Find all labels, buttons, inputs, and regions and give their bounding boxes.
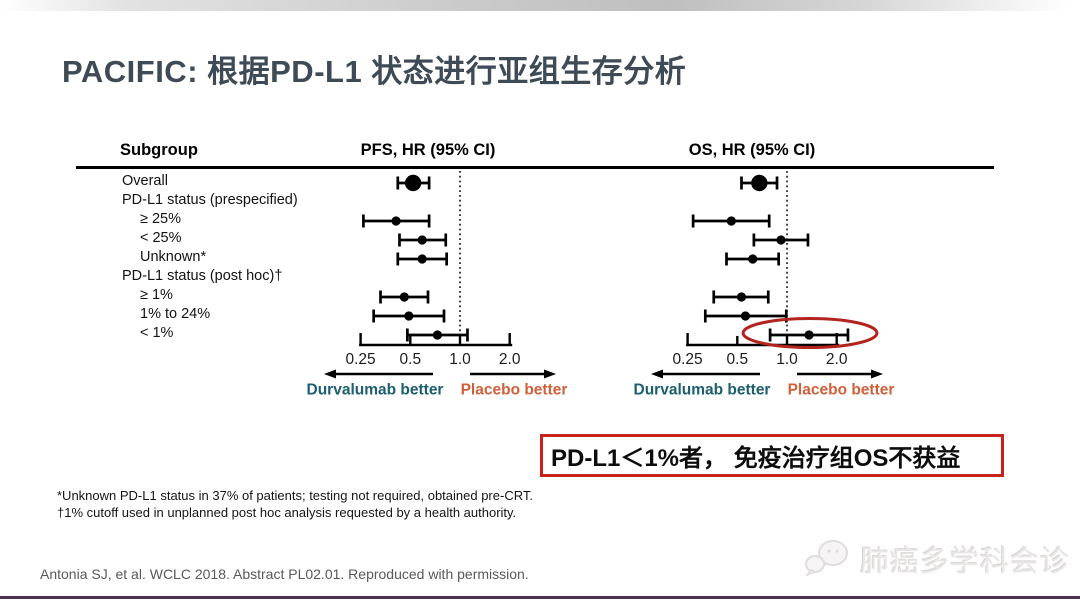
annotation-box: PD-L1＜1%者， 免疫治疗组OS不获益 [540,434,1004,477]
os-hr-dot [748,254,758,264]
os-placebo-better-label: Placebo better [788,382,895,399]
os-tick-label: 0.25 [673,351,703,368]
header-rule [76,166,994,169]
pfs-hr-dot [404,311,414,321]
os-hr-dot [804,330,814,340]
pfs-left-arrowhead [324,369,336,379]
footnote-cutoff: †1% cutoff used in unplanned post hoc an… [57,505,517,520]
page-title: PACIFIC: 根据PD-L1 状态进行亚组生存分析 [62,54,687,89]
os-hr-dot [726,216,736,226]
subgroup-row-label: PD-L1 status (prespecified) [122,192,298,208]
pfs-hr-dot [399,292,409,302]
os-hr-dot [736,292,747,302]
top-gradient-bar [0,0,1080,11]
pfs-durvalumab-better-label: Durvalumab better [307,382,444,399]
column-header-pfs: PFS, HR (95% CI) [360,141,496,159]
pfs-hr-dot [391,216,401,226]
os-tick-label: 2.0 [826,351,848,368]
bottom-accent-rule [0,596,1080,599]
subgroup-row-label: ≥ 25% [140,211,182,227]
wechat-logo-icon [804,540,848,577]
watermark: 肺癌多学科会诊 [802,538,1070,580]
annotation-text: PD-L1＜1%者， 免疫治疗组OS不获益 [551,445,961,472]
column-header-os: OS, HR (95% CI) [688,141,816,159]
subgroup-row-label: PD-L1 status (post hoc)† [122,268,283,284]
pfs-tick-label: 2.0 [499,351,521,368]
os-tick-label: 1.0 [776,351,798,368]
subgroup-row-label: ≥ 1% [140,287,173,303]
pfs-tick-label: 0.25 [346,351,376,368]
pfs-hr-dot [404,174,422,192]
watermark-text: 肺癌多学科会诊 [860,546,1071,578]
subgroup-row-label: Unknown* [140,249,207,265]
subgroup-row-label: Overall [122,173,168,189]
subgroup-row-label: < 25% [140,230,182,246]
pfs-tick-label: 1.0 [449,351,471,368]
pfs-tick-label: 0.5 [400,351,422,368]
subgroup-row-label: 1% to 24% [140,306,211,322]
os-left-arrowhead [651,369,663,379]
pfs-hr-dot [432,330,443,340]
pfs-placebo-better-label: Placebo better [461,382,568,399]
os-hr-dot [751,174,768,192]
pfs-right-arrowhead [544,369,556,379]
os-hr-dot [740,311,751,321]
pfs-hr-dot [417,235,427,245]
footnote-unknown: *Unknown PD-L1 status in 37% of patients… [57,488,533,503]
pfs-hr-dot [417,254,427,264]
highlight-ellipse [741,317,879,349]
column-header-subgroup: Subgroup [120,141,198,159]
footnotes: *Unknown PD-L1 status in 37% of patients… [57,487,533,521]
os-tick-label: 0.5 [727,351,749,368]
subgroup-row-label: < 1% [140,325,174,341]
citation: Antonia SJ, et al. WCLC 2018. Abstract P… [40,566,529,582]
os-right-arrowhead [871,369,883,379]
os-durvalumab-better-label: Durvalumab better [634,382,771,399]
os-hr-dot [776,235,786,245]
